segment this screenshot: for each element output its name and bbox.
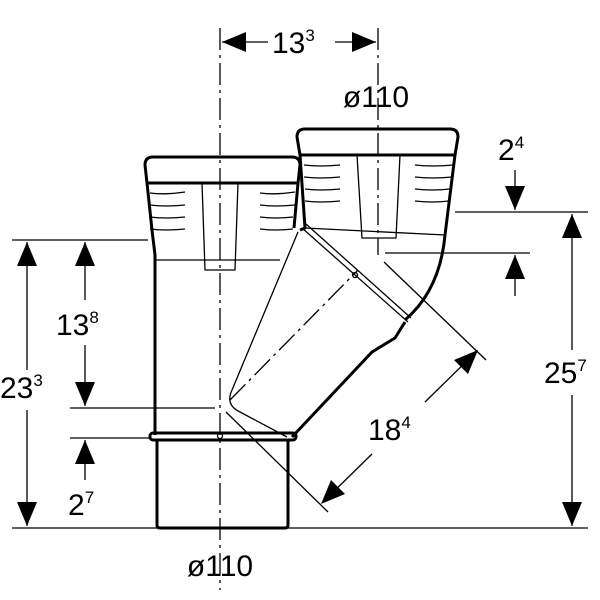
dimension-lines — [26, 41, 573, 526]
extension-lines — [12, 211, 588, 529]
branch-pipe — [229, 223, 412, 439]
left-total-height-label: 233 — [0, 371, 43, 405]
branch-length-label: 184 — [368, 413, 411, 447]
left-bead-height-label: 27 — [68, 488, 94, 522]
bottom-spigot — [148, 431, 298, 530]
top-diameter-label: ø110 — [343, 81, 409, 114]
dimension-arrowheads — [17, 32, 582, 526]
branch-socket — [295, 127, 460, 322]
bottom-diameter-label: ø110 — [187, 550, 253, 583]
left-branch-height-label: 138 — [56, 308, 99, 342]
branch-centerline — [229, 269, 359, 401]
top-offset-label: 133 — [272, 26, 315, 60]
main-socket — [143, 155, 302, 435]
right-total-height-label: 257 — [544, 356, 587, 390]
right-socket-offset-label: 24 — [498, 133, 524, 167]
